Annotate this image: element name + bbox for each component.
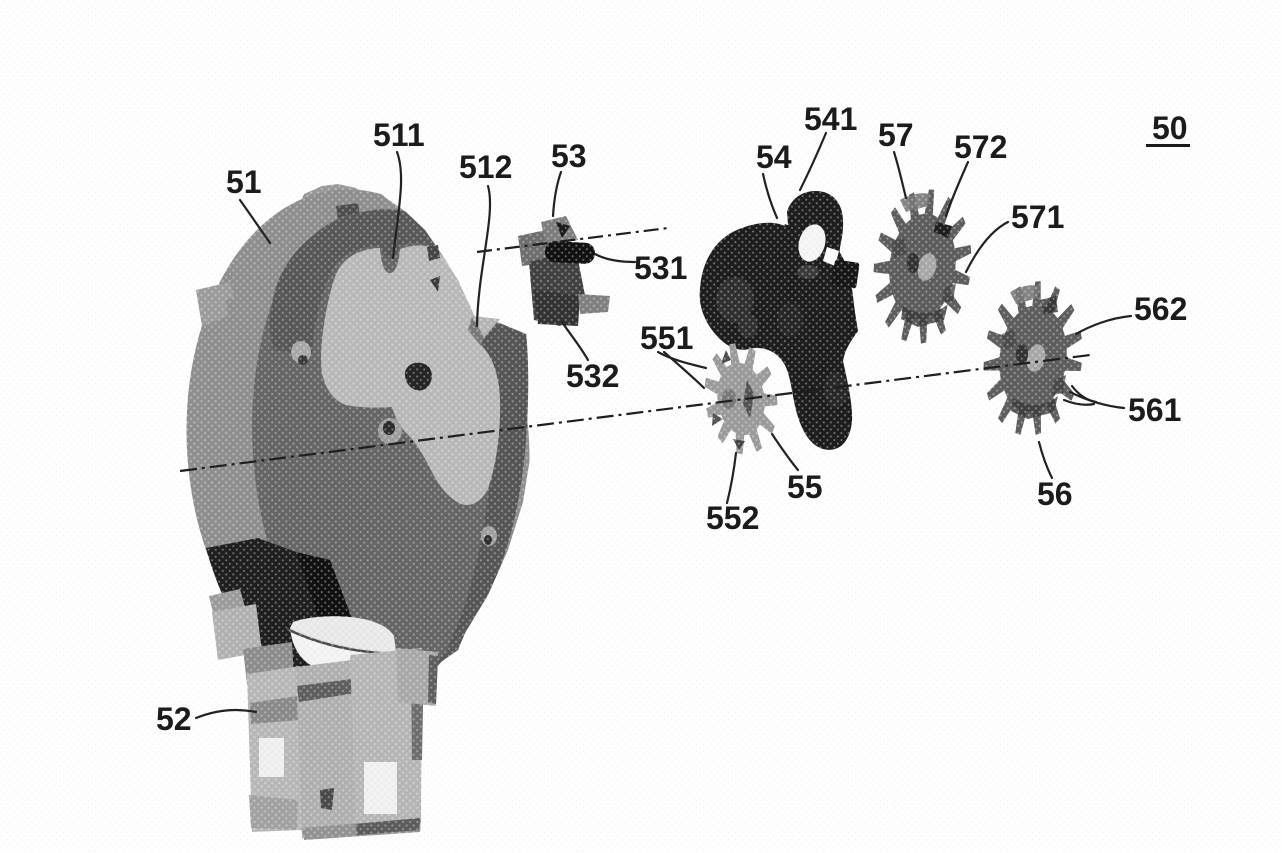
- svg-text:53: 53: [551, 138, 587, 174]
- svg-text:511: 511: [373, 117, 425, 153]
- svg-text:52: 52: [156, 701, 192, 737]
- svg-text:54: 54: [756, 139, 792, 175]
- svg-text:512: 512: [459, 149, 512, 185]
- svg-text:531: 531: [634, 250, 687, 286]
- svg-text:51: 51: [226, 164, 262, 200]
- svg-text:541: 541: [804, 101, 857, 137]
- svg-text:562: 562: [1134, 291, 1187, 327]
- svg-text:57: 57: [878, 117, 914, 153]
- svg-text:56: 56: [1037, 476, 1073, 512]
- svg-text:532: 532: [566, 358, 619, 394]
- svg-text:561: 561: [1128, 392, 1181, 428]
- svg-text:551: 551: [640, 320, 693, 356]
- svg-text:572: 572: [954, 129, 1007, 165]
- svg-text:571: 571: [1011, 199, 1064, 235]
- svg-text:552: 552: [706, 500, 759, 536]
- svg-text:55: 55: [787, 469, 823, 505]
- svg-text:50: 50: [1152, 110, 1188, 146]
